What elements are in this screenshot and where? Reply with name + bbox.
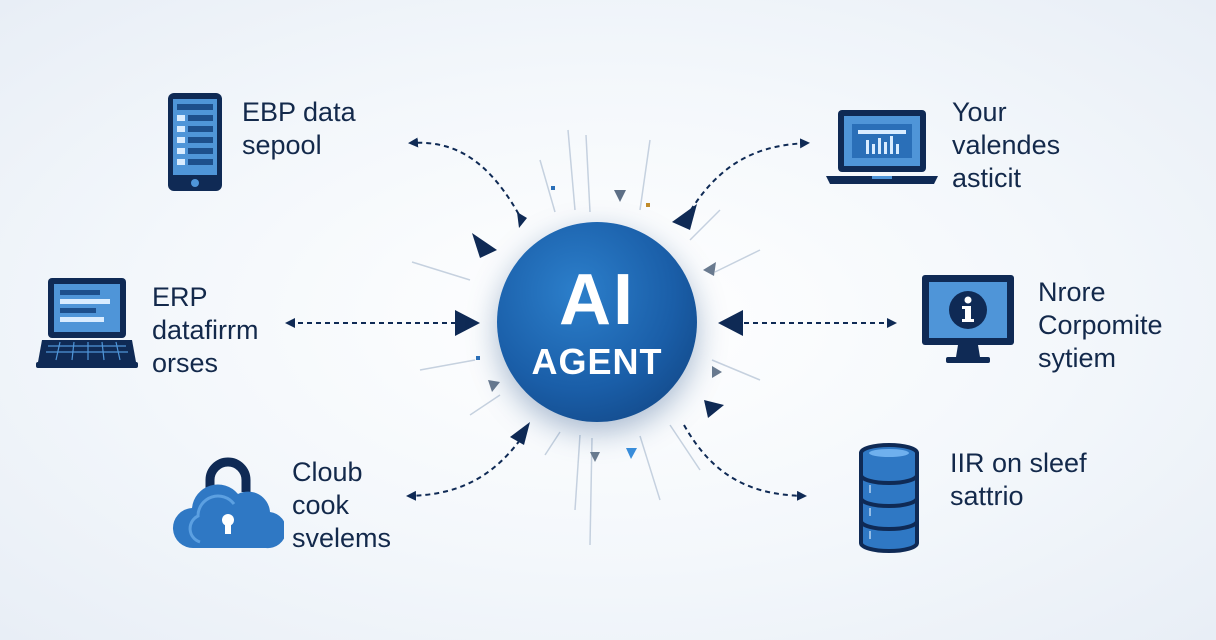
link-cloud [406,439,521,501]
database-icon [859,443,919,553]
node-label-erp: ERP datafirrm orses [152,282,259,378]
inbound-arrowheads [455,204,743,445]
hub-subtitle: AGENT [531,341,663,382]
link-ebp [408,137,524,223]
node-label-iir: IIR on sleef sattrio [950,448,1087,511]
cloud-lock-icon [172,457,284,549]
accent-triangles [476,186,722,462]
node-label-ebp: EBP data sepool [242,97,356,160]
hub-title: AI [559,260,635,340]
link-iir [683,424,807,501]
link-your [685,138,810,219]
node-label-nrore: Nrore Corpomite sytiem [1038,277,1163,373]
smartphone-icon [168,93,222,191]
node-label-your: Your valendes asticit [952,97,1061,193]
laptop-icon [36,278,138,368]
ai-agent-hub: AI AGENT [497,222,697,422]
laptop-chart-icon [826,110,938,184]
radiating-lines [411,129,761,546]
node-label-cloud: Cloub cook svelems [292,457,392,553]
monitor-info-icon [922,275,1014,363]
